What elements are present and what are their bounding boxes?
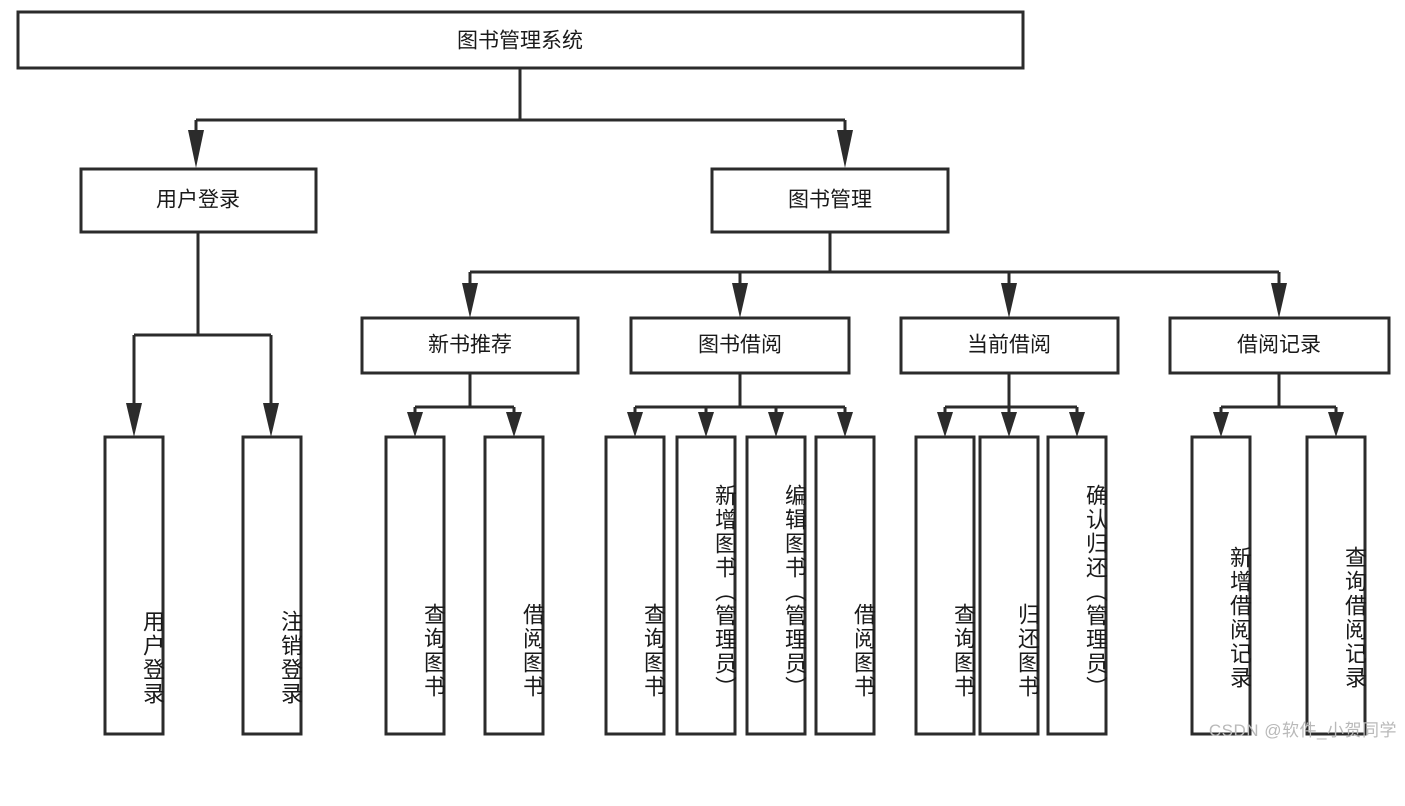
leaf-box-book-borrow-1[interactable] xyxy=(675,435,737,736)
leaf-box-book-borrow-3[interactable] xyxy=(814,435,876,736)
connector-borrow-record-to-leaves xyxy=(1213,373,1344,437)
leaf-box-user-login-1[interactable] xyxy=(241,435,303,736)
connector-book-manage-to-level3 xyxy=(462,232,1287,318)
connector-user-login-to-leaves xyxy=(126,232,279,437)
leaf-box-user-login-0[interactable] xyxy=(103,435,165,736)
tree-svg-canvas: 图书管理系统 用户登录 图书管理 新书推荐 图书借阅 当前借阅 借阅记录 xyxy=(16,10,1391,736)
connector-current-borrow-to-leaves xyxy=(937,373,1085,437)
node-root[interactable]: 图书管理系统 xyxy=(16,10,1025,70)
leaf-box-book-borrow-2[interactable] xyxy=(745,435,807,736)
leaf-box-new-book-0[interactable] xyxy=(384,435,446,736)
node-borrow-record-label: 借阅记录 xyxy=(1237,334,1321,357)
leaf-box-book-borrow-0[interactable] xyxy=(604,435,666,736)
connector-book-borrow-to-leaves xyxy=(627,373,853,437)
node-borrow-record[interactable]: 借阅记录 xyxy=(1168,316,1391,375)
node-new-book-recommend-label: 新书推荐 xyxy=(428,334,512,357)
leaf-box-borrow-record-0[interactable] xyxy=(1190,435,1252,736)
connector-new-book-to-leaves xyxy=(407,373,522,437)
leaf-box-current-borrow-2[interactable] xyxy=(1046,435,1108,736)
leaf-box-borrow-record-1[interactable] xyxy=(1305,435,1367,736)
node-current-borrow-label: 当前借阅 xyxy=(967,334,1051,357)
functional-structure-diagram: 图书管理系统 用户登录 图书管理 新书推荐 图书借阅 当前借阅 借阅记录 xyxy=(16,10,1397,740)
leaf-box-new-book-1[interactable] xyxy=(483,435,545,736)
csdn-watermark: CSDN @软件_小贺同学 xyxy=(1208,721,1397,740)
leaf-box-current-borrow-1[interactable] xyxy=(978,435,1040,736)
node-book-borrow[interactable]: 图书借阅 xyxy=(629,316,851,375)
node-current-borrow[interactable]: 当前借阅 xyxy=(899,316,1120,375)
leaf-box-current-borrow-0[interactable] xyxy=(914,435,976,736)
node-book-manage[interactable]: 图书管理 xyxy=(710,167,950,234)
node-book-manage-label: 图书管理 xyxy=(788,189,872,212)
connector-root-to-level2 xyxy=(188,68,853,168)
node-root-label: 图书管理系统 xyxy=(457,30,583,53)
node-new-book-recommend[interactable]: 新书推荐 xyxy=(360,316,580,375)
node-user-login-label: 用户登录 xyxy=(156,189,240,212)
node-user-login[interactable]: 用户登录 xyxy=(79,167,318,234)
node-book-borrow-label: 图书借阅 xyxy=(698,334,782,357)
